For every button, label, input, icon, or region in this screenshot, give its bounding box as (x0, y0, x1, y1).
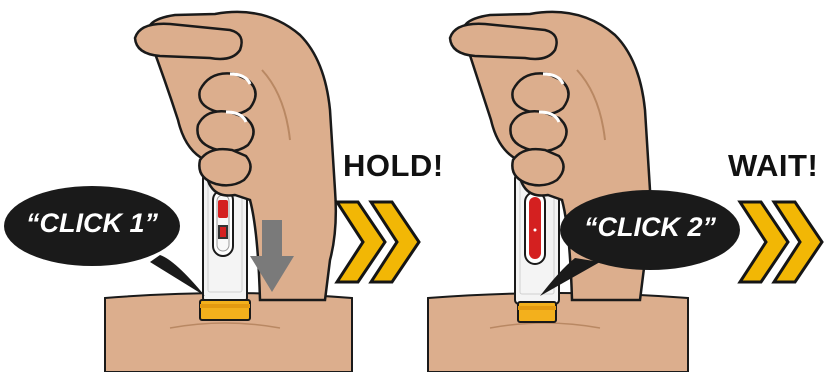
skin-surface (104, 292, 353, 372)
double-chevron-icon (737, 200, 824, 284)
step-2-sound-label: “CLICK 2” (583, 212, 716, 242)
double-chevron-icon (334, 200, 421, 284)
step-1-illustration (4, 10, 353, 372)
step-1-instruction: HOLD! (343, 148, 444, 183)
speech-bubble-icon (540, 190, 740, 296)
step-2-illustration (427, 10, 740, 372)
speech-bubble-icon (4, 186, 205, 296)
step-1-sound-label: “CLICK 1” (25, 208, 158, 238)
down-arrow-icon (250, 220, 294, 292)
skin-surface (427, 292, 689, 372)
hand-icon (133, 10, 338, 302)
step-2-instruction: WAIT! (728, 148, 819, 183)
autoinjector-pen-icon (514, 173, 560, 323)
